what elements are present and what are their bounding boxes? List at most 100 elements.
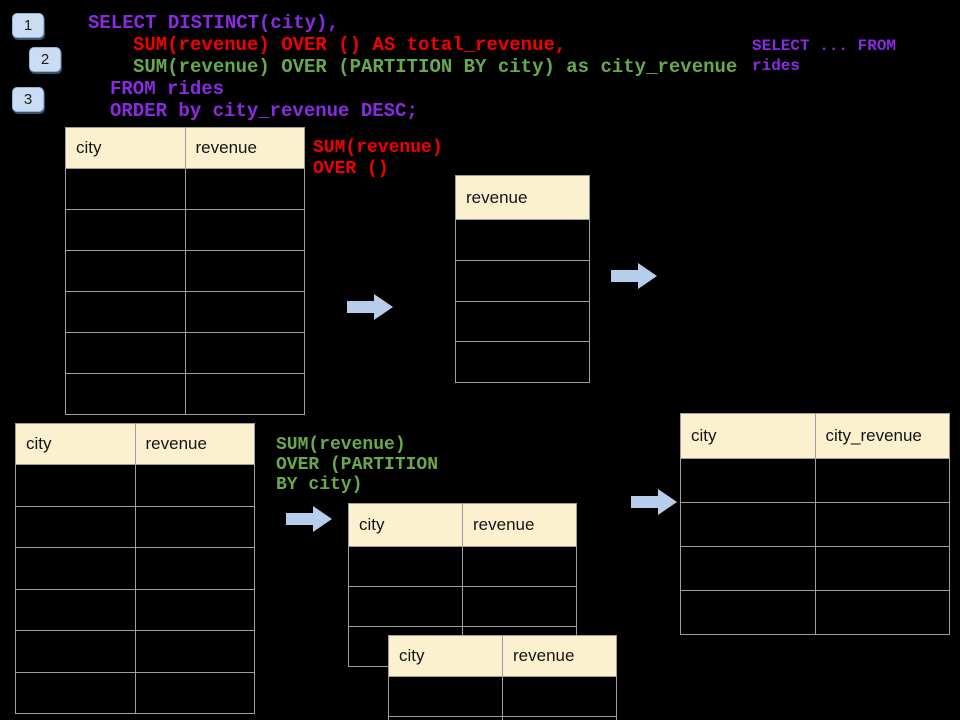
- table-cell: [814, 591, 950, 634]
- text-line: SELECT ... FROM: [752, 37, 897, 55]
- table-header-row: city revenue: [389, 636, 616, 676]
- text-line: BY city): [276, 475, 363, 495]
- table-cell: [66, 169, 185, 209]
- table-cell: [681, 459, 815, 502]
- arrow-total-input-icon: [347, 294, 393, 320]
- text-line: SUM(revenue): [313, 138, 443, 158]
- table-cell: [456, 342, 589, 382]
- table-cell: [462, 547, 576, 586]
- sql-code-block: SELECT DISTINCT(city), SUM(revenue) OVER …: [88, 12, 737, 122]
- arrow-partition-input-icon: [286, 506, 332, 532]
- step-badge-1: 1: [12, 13, 44, 38]
- side-note-select-from-rides: SELECT ... FROM rides: [752, 36, 896, 76]
- table-row: [66, 332, 304, 373]
- table-cell: [814, 459, 950, 502]
- column-header: city: [76, 138, 102, 157]
- text-line: SUM(revenue): [276, 435, 406, 455]
- table-cell: [184, 251, 305, 291]
- table-row: [456, 300, 589, 342]
- table-cell: [184, 333, 305, 373]
- table-cell: [184, 292, 305, 332]
- table-cell: [456, 220, 589, 260]
- column-header: city: [399, 646, 425, 665]
- table-cell: [134, 631, 255, 672]
- table-total-revenue-output: revenue: [455, 175, 590, 383]
- step-badge-2: 2: [29, 47, 61, 72]
- table-row: [389, 676, 616, 716]
- column-header: revenue: [502, 636, 616, 676]
- table-cell: [349, 587, 462, 626]
- table-cell: [66, 210, 185, 250]
- table-cell: [16, 590, 135, 631]
- step-badge-label: 2: [40, 51, 50, 68]
- table-cell: [66, 292, 185, 332]
- table-row: [681, 458, 949, 502]
- table-row: [456, 219, 589, 260]
- table-source-rides-bottom: city revenue: [15, 423, 255, 714]
- table-row: [389, 716, 616, 720]
- table-cell: [16, 507, 135, 548]
- table-cell: [134, 506, 255, 547]
- table-row: [66, 373, 304, 414]
- table-cell: [502, 717, 616, 720]
- table-city-revenue-output: city city_revenue: [680, 413, 950, 635]
- table-cell: [16, 465, 135, 506]
- table-row: [66, 250, 304, 291]
- table-cell: [681, 503, 815, 546]
- table-row: [66, 209, 304, 250]
- table-cell: [184, 169, 305, 209]
- code-line: FROM rides: [110, 78, 225, 100]
- table-cell: [16, 673, 135, 714]
- table-row: [16, 464, 254, 506]
- code-line: SELECT DISTINCT(city),: [88, 12, 339, 34]
- table-cell: [134, 589, 255, 630]
- arrow-partition-output-icon: [631, 489, 677, 515]
- column-header: city: [691, 426, 717, 445]
- table-source-rides-top: city revenue: [65, 127, 305, 415]
- table-row: [456, 341, 589, 382]
- table-cell: [184, 374, 305, 414]
- table-cell: [814, 547, 950, 590]
- annotation-over-total: SUM(revenue)OVER (): [313, 138, 443, 180]
- table-header-row: revenue: [456, 176, 589, 219]
- table-cell: [134, 672, 255, 713]
- step-badge-label: 3: [23, 91, 33, 108]
- table-row: [16, 630, 254, 672]
- table-cell: [134, 548, 255, 589]
- table-row: [16, 547, 254, 589]
- step-badge-label: 1: [23, 17, 33, 34]
- column-header: revenue: [184, 128, 305, 168]
- column-header: city: [26, 434, 52, 453]
- table-header-row: city revenue: [66, 128, 304, 168]
- table-cell: [16, 631, 135, 672]
- table-cell: [456, 302, 589, 342]
- table-row: [349, 586, 576, 626]
- column-header: revenue: [466, 187, 528, 207]
- code-line: SUM(revenue) OVER (PARTITION BY city) as…: [133, 56, 738, 78]
- column-header: city: [359, 515, 385, 534]
- column-header: city_revenue: [814, 414, 950, 458]
- table-row: [681, 546, 949, 590]
- table-row: [16, 505, 255, 548]
- table-partition-step-2: city revenue: [388, 635, 617, 720]
- table-row: [349, 546, 576, 586]
- table-cell: [66, 374, 185, 414]
- text-line: rides: [752, 57, 801, 75]
- table-cell: [462, 587, 576, 626]
- column-header: revenue: [134, 424, 255, 464]
- table-row: [681, 590, 949, 634]
- table-cell: [814, 503, 950, 546]
- table-cell: [66, 333, 185, 373]
- table-cell: [681, 547, 815, 590]
- table-header-row: city city_revenue: [681, 414, 949, 458]
- table-cell: [456, 261, 589, 301]
- text-line: OVER (PARTITION: [276, 455, 439, 475]
- table-cell: [502, 677, 616, 716]
- step-badge-3: 3: [12, 87, 44, 112]
- table-row: [66, 291, 304, 332]
- table-row: [456, 259, 589, 301]
- table-row: [681, 502, 949, 546]
